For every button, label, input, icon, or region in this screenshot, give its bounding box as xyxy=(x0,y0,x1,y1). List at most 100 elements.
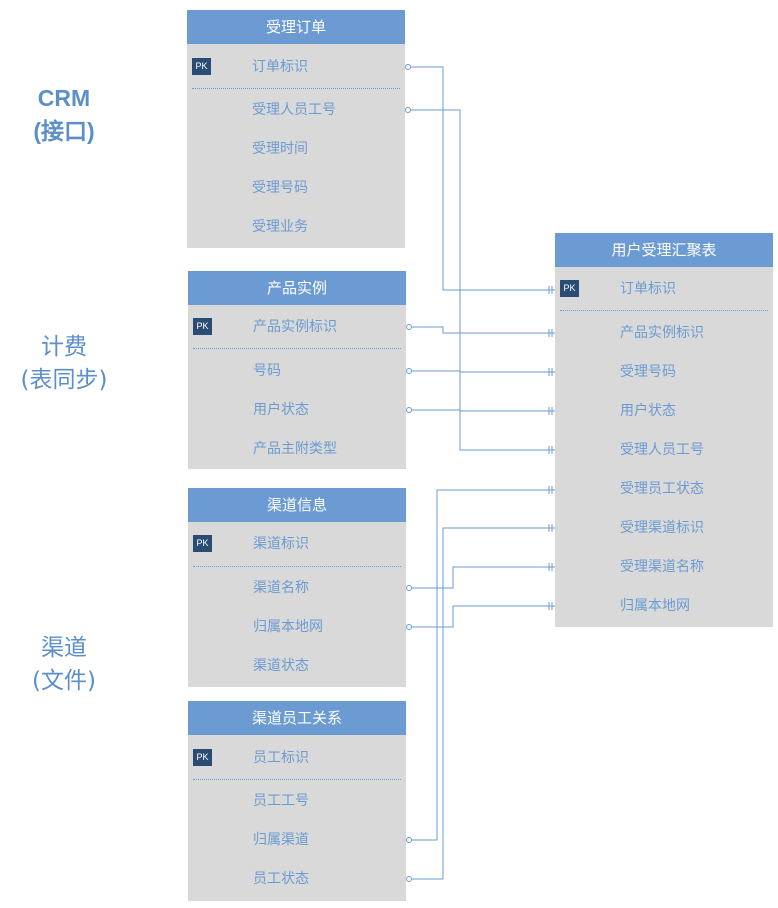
field-row: 受理人员工号 xyxy=(187,100,405,120)
field-row: 受理员工状态 xyxy=(555,479,773,499)
relationship-connector xyxy=(408,109,555,451)
field-label: 订单标识 xyxy=(620,281,676,297)
pk-badge: PK xyxy=(193,749,212,766)
field-label: 员工状态 xyxy=(253,871,309,887)
field-label: 受理员工状态 xyxy=(620,481,704,497)
field-row: 号码 xyxy=(188,361,406,381)
mandatory-end-marker xyxy=(548,563,553,571)
field-label: 归属本地网 xyxy=(253,619,323,635)
field-label: 受理号码 xyxy=(252,180,308,196)
field-row: 员工状态 xyxy=(188,869,406,889)
field-row: 用户状态 xyxy=(555,401,773,421)
relationship-connector xyxy=(409,527,555,880)
optional-end-marker xyxy=(406,585,412,591)
field-label: 产品主附类型 xyxy=(253,441,337,457)
optional-end-marker xyxy=(405,107,411,113)
pk-badge: PK xyxy=(193,318,212,335)
field-row: 受理号码 xyxy=(555,362,773,382)
optional-end-marker xyxy=(406,368,412,374)
field-label: 用户状态 xyxy=(253,402,309,418)
mandatory-end-marker xyxy=(548,446,553,454)
optional-end-marker xyxy=(406,407,412,413)
table-title: 渠道信息 xyxy=(188,488,406,522)
field-label: 号码 xyxy=(253,363,281,379)
field-label: 员工工号 xyxy=(253,793,309,809)
field-label: 产品实例标识 xyxy=(253,319,337,335)
mandatory-end-marker xyxy=(548,286,553,294)
table-title: 受理订单 xyxy=(187,10,405,44)
table-channel-staff: 渠道员工关系 PK 员工标识 员工工号 归属渠道 员工状态 xyxy=(188,701,406,901)
relationship-connector xyxy=(409,326,555,334)
field-label: 受理人员工号 xyxy=(620,442,704,458)
field-label: 归属渠道 xyxy=(253,832,309,848)
crm-source-label: CRM (接口) xyxy=(33,85,95,144)
field-row: 归属本地网 xyxy=(188,617,406,637)
table-title: 产品实例 xyxy=(188,271,406,305)
mandatory-end-marker xyxy=(548,407,553,415)
field-label: 受理号码 xyxy=(620,364,676,380)
field-label: 渠道名称 xyxy=(253,580,309,596)
field-label: 渠道标识 xyxy=(253,536,309,552)
optional-end-marker xyxy=(406,876,412,882)
field-row: 渠道名称 xyxy=(188,578,406,598)
field-row: 产品主附类型 xyxy=(188,439,406,459)
field-row: 归属本地网 xyxy=(555,596,773,616)
relationship-connector xyxy=(409,605,555,628)
pk-separator xyxy=(560,310,768,311)
table-channel-info: 渠道信息 PK 渠道标识 渠道名称 归属本地网 渠道状态 xyxy=(188,488,406,687)
table-title: 渠道员工关系 xyxy=(188,701,406,735)
field-row: 受理渠道名称 xyxy=(555,557,773,577)
field-row: 员工工号 xyxy=(188,791,406,811)
field-row: 受理业务 xyxy=(187,217,405,237)
field-label: 受理时间 xyxy=(252,141,308,157)
mandatory-end-marker xyxy=(548,368,553,376)
field-label: 产品实例标识 xyxy=(620,325,704,341)
field-label: 受理人员工号 xyxy=(252,102,336,118)
table-title: 用户受理汇聚表 xyxy=(555,233,773,267)
field-label: 受理渠道名称 xyxy=(620,559,704,575)
relationship-connector xyxy=(408,66,555,291)
pk-badge: PK xyxy=(193,535,212,552)
relationship-connector xyxy=(409,489,555,841)
optional-end-marker xyxy=(406,324,412,330)
field-row: 渠道状态 xyxy=(188,656,406,676)
field-row: 用户状态 xyxy=(188,400,406,420)
relationship-connector xyxy=(409,566,555,589)
field-label: 订单标识 xyxy=(252,59,308,75)
mandatory-end-marker xyxy=(548,524,553,532)
pk-badge: PK xyxy=(560,280,579,297)
optional-end-marker xyxy=(406,624,412,630)
field-label: 受理业务 xyxy=(252,219,308,235)
table-accept-order: 受理订单 PK 订单标识 受理人员工号 受理时间 受理号码 受理业务 xyxy=(187,10,405,248)
pk-row: PK 渠道标识 xyxy=(188,534,406,554)
table-product-instance: 产品实例 PK 产品实例标识 号码 用户状态 产品主附类型 xyxy=(188,271,406,469)
channel-source-label: 渠道 (文件) xyxy=(32,635,96,694)
field-label: 受理渠道标识 xyxy=(620,520,704,536)
mandatory-end-marker xyxy=(548,602,553,610)
table-user-accept-summary: 用户受理汇聚表 PK 订单标识 产品实例标识 受理号码 用户状态 受理人员工号 … xyxy=(555,233,773,627)
pk-separator xyxy=(193,348,401,349)
pk-row: PK 员工标识 xyxy=(188,748,406,768)
mandatory-end-marker xyxy=(548,486,553,494)
field-row: 产品实例标识 xyxy=(555,323,773,343)
field-label: 渠道状态 xyxy=(253,658,309,674)
field-row: 归属渠道 xyxy=(188,830,406,850)
field-row: 受理人员工号 xyxy=(555,440,773,460)
field-label: 员工标识 xyxy=(253,750,309,766)
pk-row: PK 订单标识 xyxy=(555,279,773,299)
mandatory-end-marker xyxy=(548,329,553,337)
pk-badge: PK xyxy=(192,58,211,75)
billing-source-label: 计费 (表同步) xyxy=(20,334,108,393)
pk-separator xyxy=(192,88,400,89)
field-label: 用户状态 xyxy=(620,403,676,419)
pk-separator xyxy=(193,566,401,567)
field-row: 受理时间 xyxy=(187,139,405,159)
field-label: 归属本地网 xyxy=(620,598,690,614)
optional-end-marker xyxy=(406,837,412,843)
pk-separator xyxy=(193,779,401,780)
relationship-connector xyxy=(409,409,555,412)
pk-row: PK 产品实例标识 xyxy=(188,317,406,337)
relationship-connector xyxy=(409,370,555,373)
field-row: 受理号码 xyxy=(187,178,405,198)
